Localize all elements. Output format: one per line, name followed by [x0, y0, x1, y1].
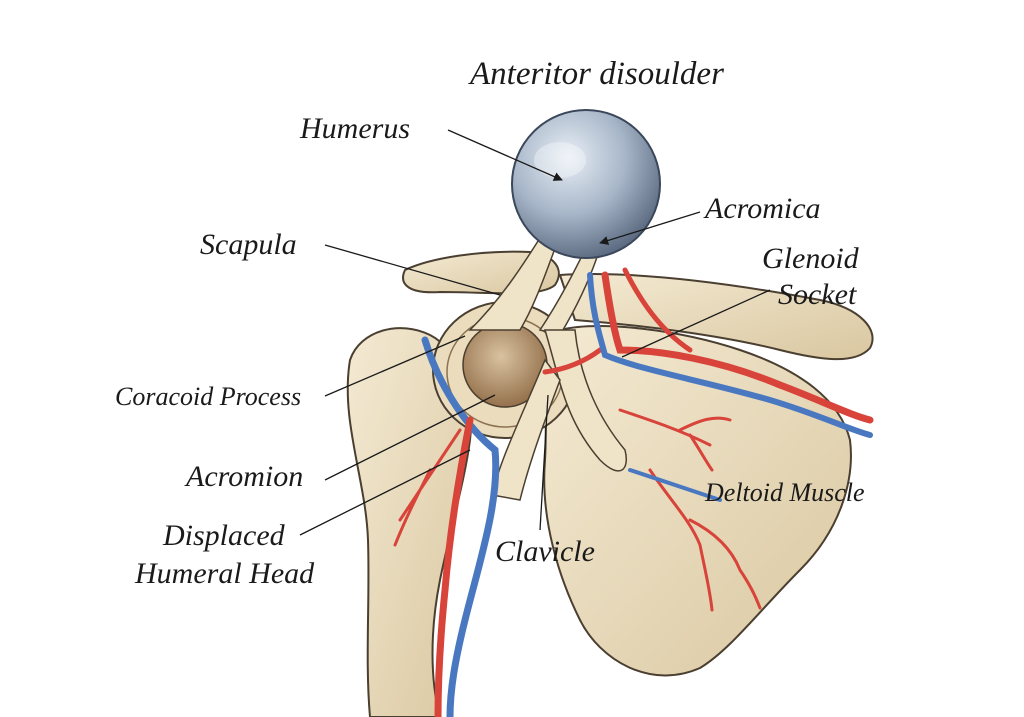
- label-acromica: Acromica: [705, 192, 821, 225]
- label-scapula: Scapula: [200, 228, 297, 261]
- humerus-ball: [511, 109, 661, 259]
- vein-right: [587, 272, 873, 438]
- diagram-title: Anteritor disoulder: [470, 56, 724, 92]
- label-clavicle: Clavicle: [495, 535, 595, 568]
- artery-right: [601, 271, 874, 424]
- label-glenoid: Glenoid: [762, 242, 859, 275]
- label-coracoid-process: Coracoid Process: [115, 382, 302, 411]
- label-displaced: Displaced: [163, 519, 285, 552]
- leader-lines: [299, 129, 771, 536]
- label-humerus: Humerus: [300, 112, 410, 145]
- artery-left: [434, 416, 474, 717]
- label-deltoid-muscle: Deltoid Muscle: [705, 478, 865, 507]
- deltoid-arteries: [618, 408, 732, 472]
- label-acromion: Acromion: [186, 460, 304, 493]
- label-humeral-head: Humeral Head: [135, 557, 315, 590]
- humerus-shaft: [346, 327, 472, 717]
- vein-left: [421, 336, 500, 717]
- scapula-bone: [543, 325, 852, 677]
- label-socket: Socket: [778, 278, 857, 311]
